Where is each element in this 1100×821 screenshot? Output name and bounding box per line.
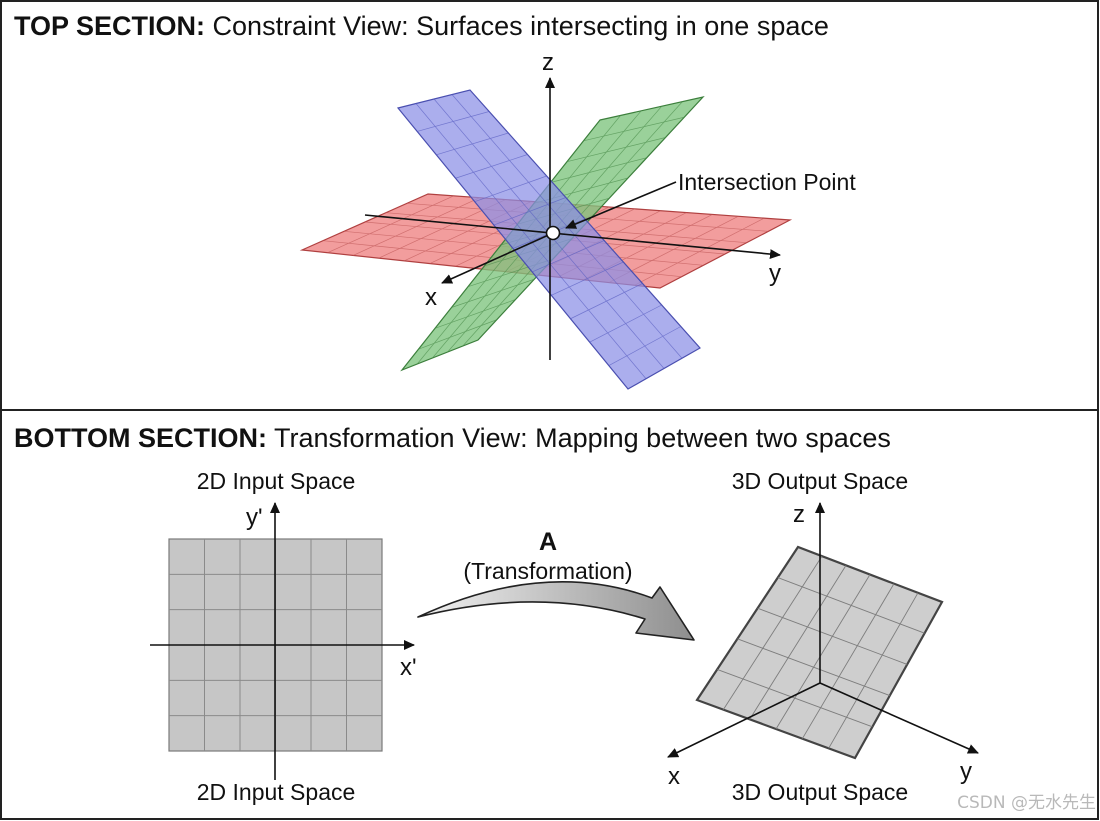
transformation-arrow (417, 581, 695, 641)
top-section-title-text: Constraint View: Surfaces intersecting i… (205, 11, 829, 41)
input-y-label: y' (246, 504, 263, 531)
grid-line (570, 283, 643, 320)
top-x-label: x (425, 284, 437, 311)
output-plane-grid (717, 555, 925, 749)
grid-line (474, 175, 547, 202)
output-x-label: x (668, 763, 680, 790)
top-x-axis (441, 232, 554, 284)
grid-line (551, 261, 624, 296)
output-y-axis (819, 682, 979, 754)
input-space-label-top: 2D Input Space (197, 468, 356, 494)
grid-line (801, 583, 895, 739)
grid-line (493, 197, 566, 226)
output-axes: z x y (667, 501, 979, 790)
transformation-caption: (Transformation) (463, 558, 632, 584)
top-section-title-bold: TOP SECTION: (14, 11, 205, 41)
bottom-section-title-text: Transformation View: Mapping between two… (267, 423, 891, 453)
top-axes: z y x (364, 49, 781, 360)
transformation-symbol: A (539, 528, 557, 556)
output-y-label: y (960, 758, 972, 785)
grid-line (455, 154, 528, 179)
output-x-axis (667, 682, 821, 758)
grid-line (775, 574, 871, 730)
grid-line (550, 157, 647, 183)
grid-line (749, 565, 847, 720)
top-section-title: TOP SECTION: Constraint View: Surfaces i… (14, 11, 829, 41)
input-x-label: x' (400, 654, 417, 681)
grid-line (722, 555, 823, 710)
output-z-label: z (793, 501, 805, 528)
input-space-label-bottom: 2D Input Space (197, 779, 356, 805)
grid-line (608, 326, 682, 366)
top-z-label: z (542, 49, 554, 76)
grid-line (828, 592, 919, 749)
intersection-point-label: Intersection Point (678, 169, 856, 195)
grid-line (418, 319, 497, 350)
bottom-section-title: BOTTOM SECTION: Transformation View: Map… (14, 423, 891, 453)
grid-line (451, 278, 535, 308)
output-space-label-top: 3D Output Space (732, 468, 908, 494)
grid-line (589, 304, 662, 343)
watermark-text: CSDN @无水先生 (957, 793, 1096, 813)
intersection-pointer-arrow (565, 181, 677, 229)
top-y-axis (364, 214, 781, 260)
bottom-section-panel (0, 409, 1099, 820)
intersection-point-marker (545, 225, 561, 241)
grid-line (352, 197, 480, 256)
bottom-section-title-bold: BOTTOM SECTION: (14, 423, 267, 453)
grid-line (532, 240, 605, 273)
grid-line (327, 195, 455, 254)
grid-line (417, 111, 490, 132)
output-space-label-bottom: 3D Output Space (732, 779, 908, 805)
grid-line (583, 116, 685, 142)
grid-line (436, 132, 509, 156)
top-y-label: y (769, 260, 781, 287)
grid-line (634, 217, 765, 286)
grid-line (434, 299, 516, 329)
grid-line (566, 137, 666, 163)
